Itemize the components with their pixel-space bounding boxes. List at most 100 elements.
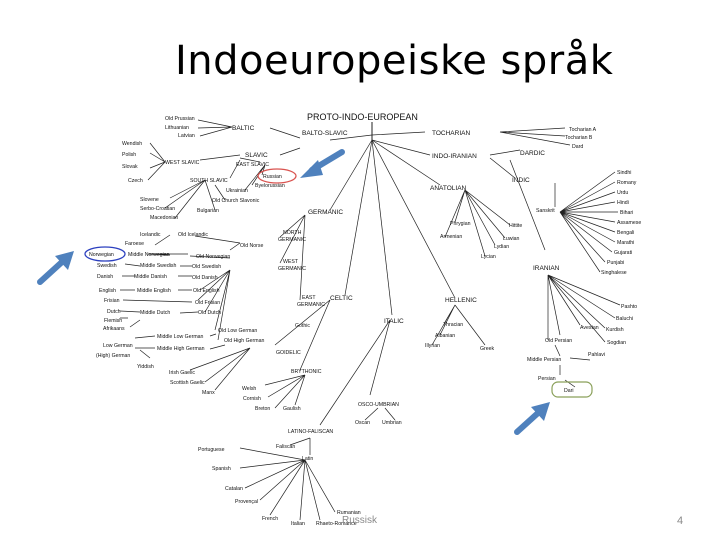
node-hindi: Hindi <box>617 200 629 206</box>
line-balto-slavic-children <box>269 127 301 156</box>
node-west-slavic: WEST SLAVIC <box>165 160 200 166</box>
line-latino-faliscan <box>289 437 311 455</box>
node-old-frisian: Old Frisian <box>195 300 220 306</box>
line-brythonic-children <box>264 374 306 409</box>
node-old-church-slavonic: Old Church Slavonic <box>212 198 260 204</box>
node-osco-umbrian: OSCO-UMBRIAN <box>358 402 399 408</box>
node-romany: Romany <box>617 180 637 186</box>
node-rumanian: Rumanian <box>337 510 361 516</box>
node-latvian: Latvian <box>178 133 195 139</box>
node-old-norwegian: Old Norwegian <box>196 254 230 260</box>
node-slavic: SLAVIC <box>245 152 268 159</box>
node-lydian: Lydian <box>494 244 509 250</box>
node-rhaeto-romance: Rhaeto-Romance <box>316 521 357 527</box>
line-icelandic <box>154 234 171 246</box>
node-old-prussian: Old Prussian <box>165 116 195 122</box>
line-north-germanic <box>194 235 241 251</box>
line-osco-umbrian <box>364 407 396 421</box>
node-icelandic: Icelandic <box>140 232 161 238</box>
node-indo-iranian: INDO-IRANIAN <box>432 153 477 160</box>
line-slavic-children <box>199 154 261 179</box>
node-latin: Latin <box>302 456 313 462</box>
line-anatolian <box>371 139 441 186</box>
node-west-germanic-2: GERMANIC <box>278 266 306 272</box>
node-latino-faliscan: LATINO-FALISCAN <box>288 429 333 435</box>
node-celtic: CELTIC <box>330 295 353 302</box>
node-yiddish: Yiddish <box>137 364 154 370</box>
node-welsh: Welsh <box>242 386 256 392</box>
footer-text: Russisk <box>342 515 378 526</box>
node-tocharian: TOCHARIAN <box>432 130 470 137</box>
node-dard: Dard <box>572 144 583 150</box>
line-indo-iranian-children <box>489 149 546 251</box>
line-germanic-children <box>279 214 306 301</box>
tree-lines <box>119 119 621 521</box>
node-serbo-croatian: Serbo-Croatian <box>140 206 175 212</box>
node-italic: ITALIC <box>384 318 404 325</box>
node-pashto: Pashto <box>621 304 637 310</box>
line-english-frisian <box>120 289 193 303</box>
node-ukrainian: Ukrainian <box>226 188 248 194</box>
line-swedish <box>124 263 192 267</box>
node-macedonian: Macedonian <box>150 215 178 221</box>
node-umbrian: Umbrian <box>382 420 402 426</box>
node-english: English <box>99 288 116 294</box>
node-old-low-german: Old Low German <box>218 328 257 334</box>
arrow-norwegian <box>37 251 74 285</box>
node-oscan: Oscan <box>355 420 370 426</box>
node-swedish: Swedish <box>97 263 117 269</box>
node-gothic: Gothic <box>295 323 310 329</box>
node-high-german: (High) German <box>96 353 130 359</box>
page-number: 4 <box>677 515 684 527</box>
node-czech: Czech <box>128 178 143 184</box>
node-albanian: Albanian <box>435 333 455 339</box>
node-italian: Italian <box>291 521 305 527</box>
node-assamese: Assamese <box>617 220 641 226</box>
norwegian-highlight <box>84 246 126 262</box>
node-old-english: Old English <box>193 288 220 294</box>
line-italic-children <box>319 319 391 426</box>
node-illyrian: Illyrian <box>425 343 440 349</box>
node-middle-english: Middle English <box>137 288 171 294</box>
node-phrygian: Phrygian <box>450 221 471 227</box>
node-kurdish: Kurdish <box>606 327 624 333</box>
node-sanskrit: Sanskrit <box>536 208 555 214</box>
line-hellenic <box>371 139 456 299</box>
node-manx: Manx <box>202 390 215 396</box>
line-celtic <box>344 139 373 296</box>
node-anatolian: ANATOLIAN <box>430 185 467 192</box>
node-old-icelandic: Old Icelandic <box>178 232 208 238</box>
node-middle-persian: Middle Persian <box>527 357 561 363</box>
node-hellenic: HELLENIC <box>445 297 477 304</box>
line-indo-iranian <box>371 139 431 156</box>
node-indic: INDIC <box>512 177 530 184</box>
node-byelorussian: Byelorussian <box>255 183 285 189</box>
node-west-germanic-1: WEST <box>283 259 299 265</box>
node-bulgarian: Bulgarian <box>197 208 219 214</box>
node-dutch: Dutch <box>107 309 121 315</box>
node-greek: Greek <box>480 346 495 352</box>
line-baltic-children <box>197 119 233 137</box>
node-brythonic: BRYTHONIC <box>291 369 322 375</box>
node-russian: Russian <box>263 174 282 180</box>
line-west-slavic-children <box>147 142 166 181</box>
line-iranian-children <box>547 274 621 343</box>
node-bihari: Bihari <box>620 210 633 216</box>
line-celtic-children <box>274 299 331 371</box>
node-spanish: Spanish <box>212 466 231 472</box>
node-root: PROTO-INDO-EUROPEAN <box>307 112 418 122</box>
line-norwegian <box>147 253 231 259</box>
node-tocharian-a: Tocharian A <box>569 127 597 133</box>
node-low-german: Low German <box>103 343 133 349</box>
tree-labels: PROTO-INDO-EUROPEAN Old Prussian Lithuan… <box>89 112 641 527</box>
line-tocharian-children <box>499 127 571 146</box>
node-south-slavic: SOUTH SLAVIC <box>190 178 228 184</box>
node-middle-norwegian: Middle Norwegian <box>128 252 170 258</box>
node-portuguese: Portuguese <box>198 447 225 453</box>
node-urdu: Urdu <box>617 190 628 196</box>
node-iranian: IRANIAN <box>533 265 560 272</box>
node-dari: Dari <box>564 388 574 394</box>
node-old-persian: Old Persian <box>545 338 572 344</box>
